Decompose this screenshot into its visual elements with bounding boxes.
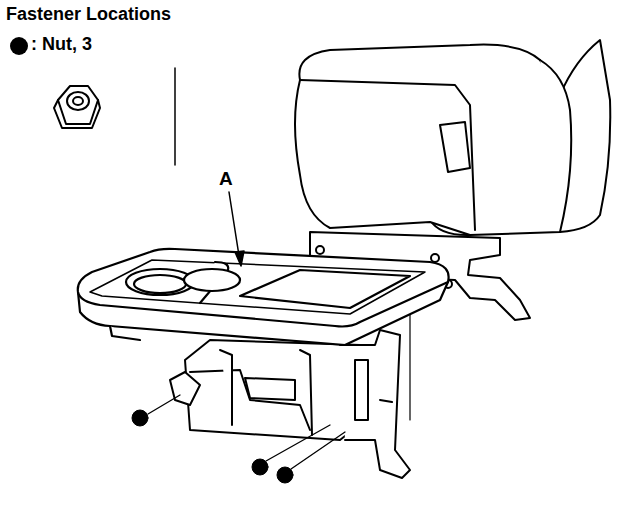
leader-arrow — [229, 192, 244, 266]
callout-letter: A — [219, 168, 233, 190]
title: Fastener Locations — [6, 4, 171, 25]
legend-symbol — [10, 37, 28, 55]
frame-line — [174, 68, 176, 165]
tray — [78, 249, 449, 345]
legend-text: : Nut, 3 — [31, 34, 92, 55]
nut-icon — [54, 86, 100, 128]
nut-dots — [132, 395, 345, 483]
bracket — [170, 330, 410, 478]
